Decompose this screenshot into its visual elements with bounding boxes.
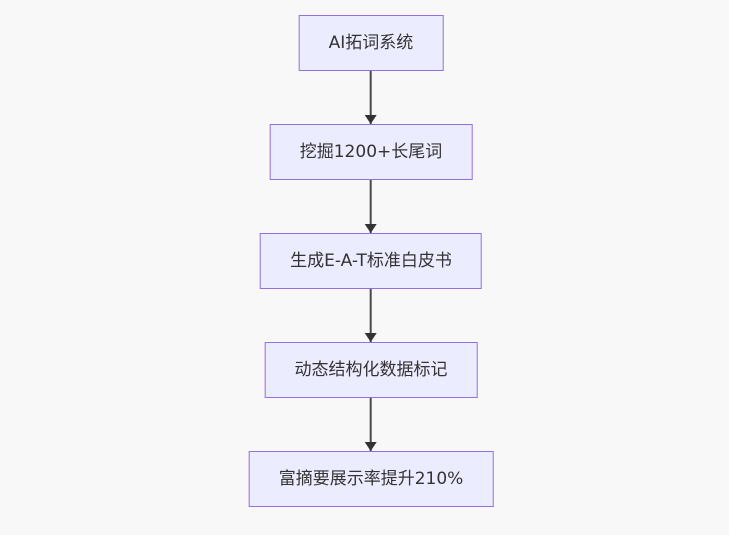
flow-node-label: 生成E-A-T标准白皮书 [290, 251, 452, 271]
flow-edge-2 [364, 180, 377, 233]
flowchart: AI拓词系统 挖掘1200+长尾词 生成E-A-T标准白皮书 动态结构化数据标记… [248, 15, 494, 507]
flow-node-rich-snippet-result: 富摘要展示率提升210% [248, 451, 494, 507]
flow-node-label: AI拓词系统 [328, 33, 414, 53]
flow-node-ai-word-system: AI拓词系统 [298, 15, 444, 71]
flow-edge-3 [364, 289, 377, 342]
flow-edge-4 [364, 398, 377, 451]
flow-node-label: 动态结构化数据标记 [294, 360, 448, 380]
flow-edge-1 [364, 71, 377, 124]
arrow-down-icon [364, 115, 377, 124]
flow-node-label: 富摘要展示率提升210% [278, 469, 464, 489]
arrow-down-icon [364, 442, 377, 451]
arrow-down-icon [364, 224, 377, 233]
flow-node-eat-whitepaper: 生成E-A-T标准白皮书 [260, 233, 482, 289]
flow-node-longtail-mining: 挖掘1200+长尾词 [269, 124, 473, 180]
flow-node-label: 挖掘1200+长尾词 [299, 142, 443, 162]
arrow-down-icon [364, 333, 377, 342]
flow-node-structured-data: 动态结构化数据标记 [264, 342, 478, 398]
